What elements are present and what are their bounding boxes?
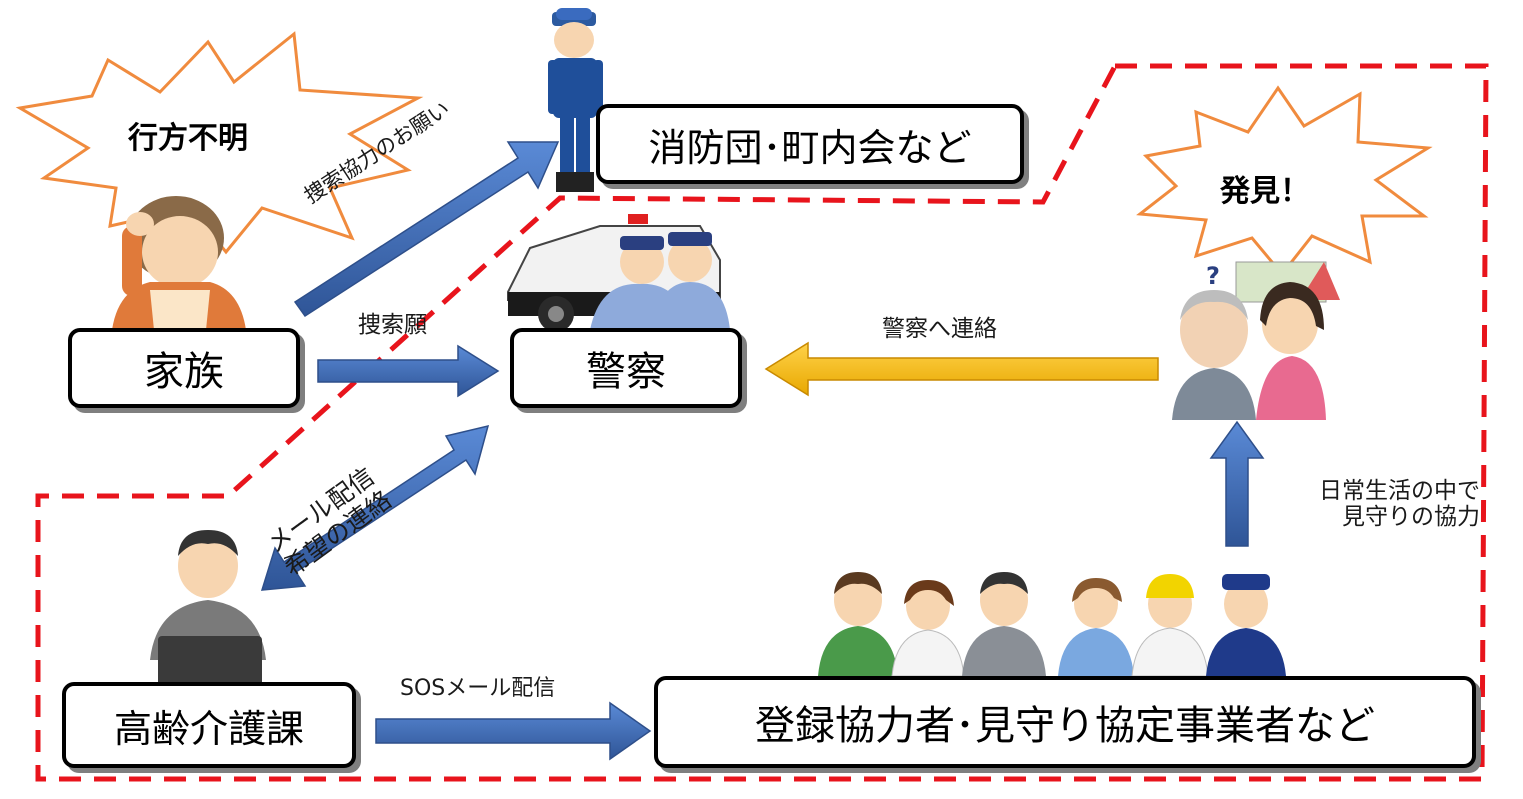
node-elderly-care-label: 高齢介護課 <box>113 706 304 751</box>
node-family: 家族 <box>68 328 300 408</box>
firefighter-illustration <box>548 8 603 192</box>
node-registered-label: 登録協力者･見守り協定事業者など <box>755 703 1375 749</box>
arrow-family-to-fire <box>293 141 560 318</box>
red-dashed-boundary <box>35 63 1489 782</box>
arrow-family-to-police <box>317 344 500 398</box>
label-search-application: 捜索願 <box>358 312 427 338</box>
arrow-elderly-to-registered <box>375 701 652 761</box>
found-burst-label: 発見！ <box>1220 174 1310 209</box>
label-sos-mail: SOSメール配信 <box>400 676 556 701</box>
node-registered: 登録協力者･見守り協定事業者など <box>654 676 1476 768</box>
missing-burst-label: 行方不明 <box>128 121 248 156</box>
arrow-registered-to-found <box>1209 420 1265 547</box>
elderly-pair-illustration: ? <box>1172 261 1340 420</box>
label-daily-life: 日常生活の中で 見守りの協力 <box>1268 478 1480 531</box>
label-contact-police: 警察へ連絡 <box>882 316 997 342</box>
arrow-police-elderly-double <box>260 424 490 591</box>
office-worker-illustration <box>150 530 266 686</box>
node-family-label: 家族 <box>144 349 224 395</box>
burst-found-shape <box>1136 85 1433 277</box>
label-daily-life-line1: 日常生活の中で <box>1319 478 1480 504</box>
node-fire-brigade: 消防団･町内会など <box>596 104 1024 184</box>
label-daily-life-line2: 見守りの協力 <box>1342 504 1480 531</box>
node-fire-brigade-label: 消防団･町内会など <box>648 125 972 170</box>
workers-group-illustration <box>818 572 1286 677</box>
node-police: 警察 <box>510 328 742 408</box>
svg-text:?: ? <box>1206 262 1220 290</box>
node-police-label: 警察 <box>586 349 666 395</box>
worried-woman-illustration <box>112 196 246 330</box>
police-car-illustration <box>507 214 730 332</box>
node-elderly-care: 高齢介護課 <box>62 682 356 768</box>
arrow-found-to-police <box>764 341 1159 397</box>
burst-missing-shape <box>15 31 424 255</box>
